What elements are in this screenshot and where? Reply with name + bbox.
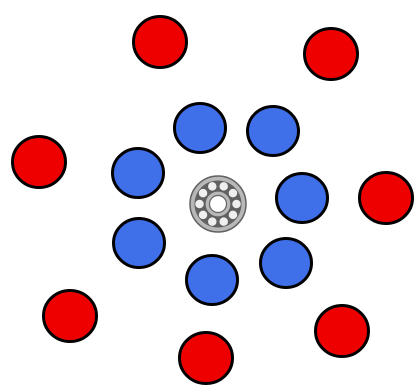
bearing-ball-7 [198,189,207,198]
bearing-ball-4 [208,217,217,226]
blue-disc-4 [277,174,328,223]
bearing-bore [210,196,227,213]
red-disc-5 [44,291,97,342]
blue-disc-3 [113,149,164,198]
bearing-ball-8 [208,182,217,191]
red-disc-3 [13,137,66,188]
red-disc-4 [360,173,413,224]
bearing-ball-3 [219,217,228,226]
bearing-ball-1 [232,199,241,208]
red-disc-1 [134,17,187,68]
blue-disc-1 [175,104,226,153]
blue-disc-2 [248,107,299,156]
red-disc-2 [305,29,358,80]
blue-disc-5 [114,219,165,268]
bearing-ball-2 [228,210,237,219]
bearing-ball-10 [228,189,237,198]
blue-disc-6 [261,239,312,288]
bearing-ball-9 [219,182,228,191]
ball-bearing-icon [190,176,246,232]
blue-disc-7 [187,256,238,305]
red-disc-7 [180,333,233,384]
red-disc-6 [316,306,369,357]
bearing-ball-5 [198,210,207,219]
bearing-ball-6 [195,199,204,208]
